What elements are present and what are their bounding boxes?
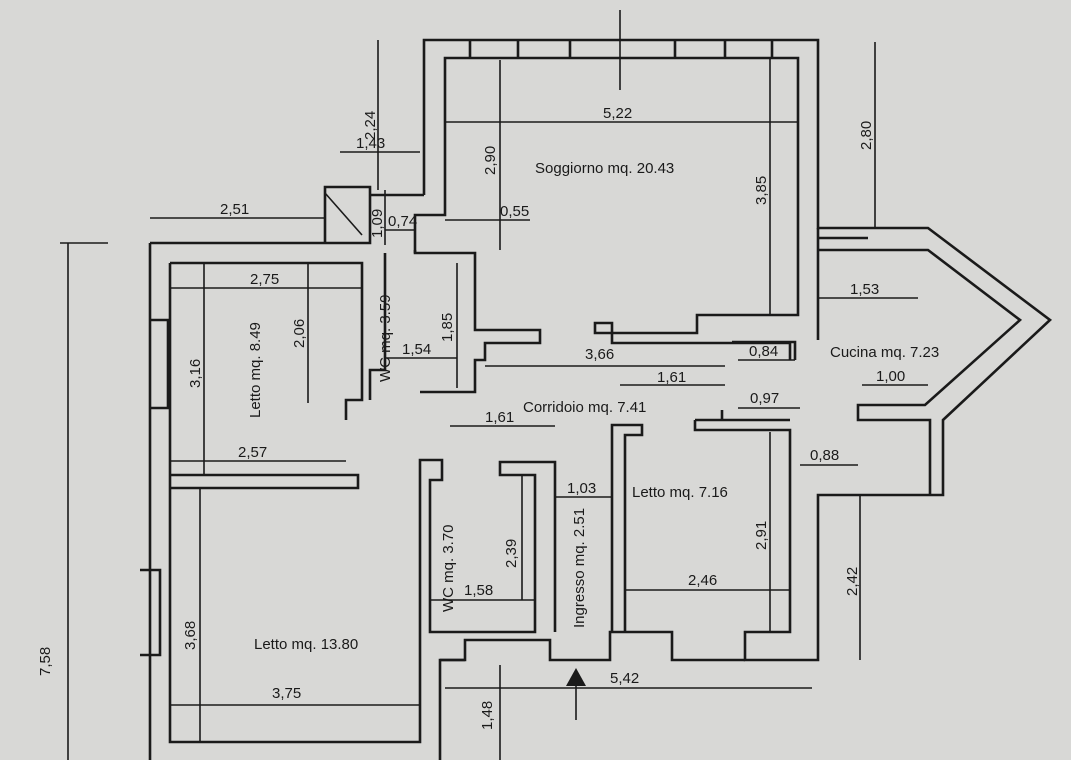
- entrance-arrow-icon: [566, 668, 586, 686]
- room-soggiorno: Soggiorno mq. 20.43: [535, 160, 674, 177]
- room-cucina: Cucina mq. 7.23: [830, 344, 939, 361]
- dim-label: 7,58: [37, 647, 54, 676]
- dim-label: 1,03: [567, 480, 596, 497]
- room-letto-2: Letto mq. 7.16: [632, 484, 728, 501]
- dim-label: 3,66: [585, 346, 614, 363]
- dim-label: 2,75: [250, 271, 279, 288]
- dim-label: 3,85: [753, 176, 770, 205]
- dim-label: 2,39: [503, 539, 520, 568]
- dim-label: 1,00: [876, 368, 905, 385]
- dim-label: 2,51: [220, 201, 249, 218]
- room-wc-1: WC mq. 3.59: [377, 294, 394, 382]
- dimension-lines: [60, 10, 928, 760]
- dim-label: 2,57: [238, 444, 267, 461]
- dim-label: 2,42: [844, 567, 861, 596]
- dim-label: 3,16: [187, 359, 204, 388]
- dim-label: 3,68: [182, 621, 199, 650]
- dim-label: 0,74: [388, 213, 417, 230]
- dim-label: 0,88: [810, 447, 839, 464]
- dim-label: 2,46: [688, 572, 717, 589]
- room-corridoio: Corridoio mq. 7.41: [523, 399, 646, 416]
- dim-label: 2,91: [753, 521, 770, 550]
- dim-label: 2,80: [858, 121, 875, 150]
- room-letto-3: Letto mq. 13.80: [254, 636, 358, 653]
- room-ingresso: Ingresso mq. 2.51: [571, 508, 588, 628]
- dim-label: 1,61: [485, 409, 514, 426]
- dim-label: 1,53: [850, 281, 879, 298]
- dim-label: 1,85: [439, 313, 456, 342]
- dim-label: 2,24: [362, 111, 379, 140]
- dim-label: 1,54: [402, 341, 431, 358]
- dim-label: 5,42: [610, 670, 639, 687]
- dim-label: 1,09: [369, 209, 386, 238]
- dim-label: 0,55: [500, 203, 529, 220]
- room-letto-1: Letto mq. 8.49: [247, 322, 264, 418]
- dim-label: 3,75: [272, 685, 301, 702]
- room-wc-2: WC mq. 3.70: [440, 524, 457, 612]
- dim-label: 5,22: [603, 105, 632, 122]
- dim-label: 1,58: [464, 582, 493, 599]
- walls: [140, 38, 1053, 760]
- dim-label: 2,90: [482, 146, 499, 175]
- dim-label: 2,06: [291, 319, 308, 348]
- dim-label: 1,43: [356, 135, 385, 152]
- dim-label: 1,61: [657, 369, 686, 386]
- room-labels: Soggiorno mq. 20.43 Letto mq. 8.49 WC mq…: [247, 160, 939, 653]
- dim-label: 1,48: [479, 701, 496, 730]
- dim-label: 0,97: [750, 390, 779, 407]
- dim-label: 0,84: [749, 343, 778, 360]
- dimension-labels: 2,24 1,43 2,51 1,09 0,74 2,90 0,55 5,22 …: [37, 105, 905, 730]
